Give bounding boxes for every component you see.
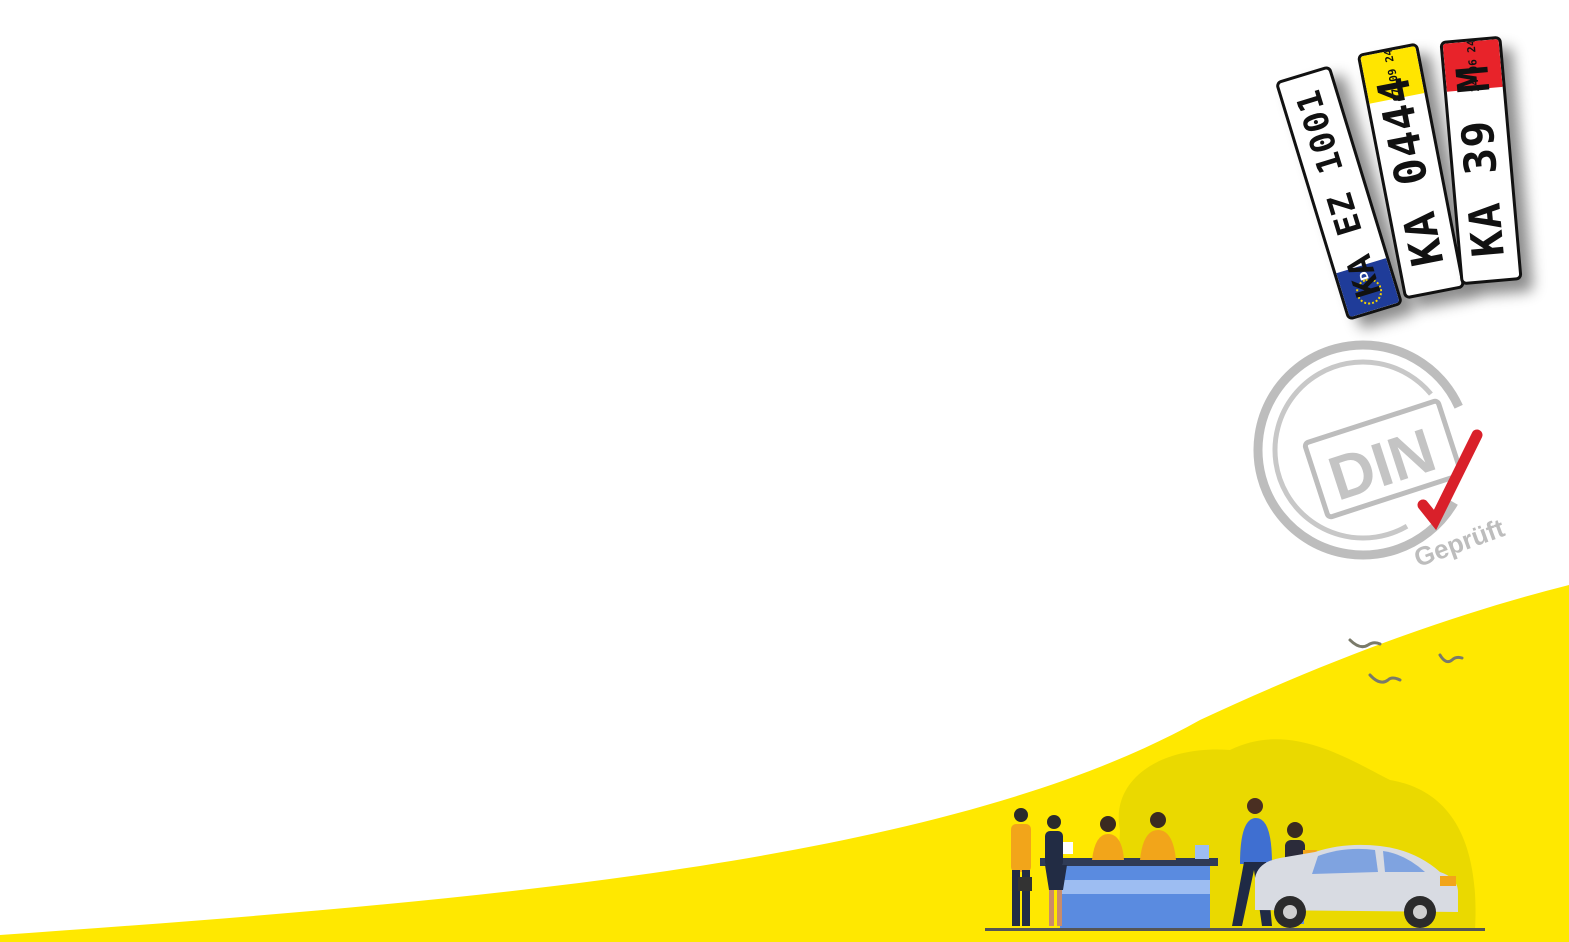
bird-icon bbox=[1348, 638, 1464, 684]
checkmark-icon bbox=[1417, 429, 1483, 531]
car-icon bbox=[1255, 844, 1458, 928]
din-seal-icon: DIN Geprüft bbox=[1245, 335, 1530, 573]
person-figure bbox=[1011, 808, 1032, 926]
person-figure bbox=[1140, 812, 1176, 860]
person-figure bbox=[1092, 816, 1124, 860]
person-figure bbox=[1045, 815, 1073, 926]
reception-counter bbox=[1040, 845, 1218, 928]
